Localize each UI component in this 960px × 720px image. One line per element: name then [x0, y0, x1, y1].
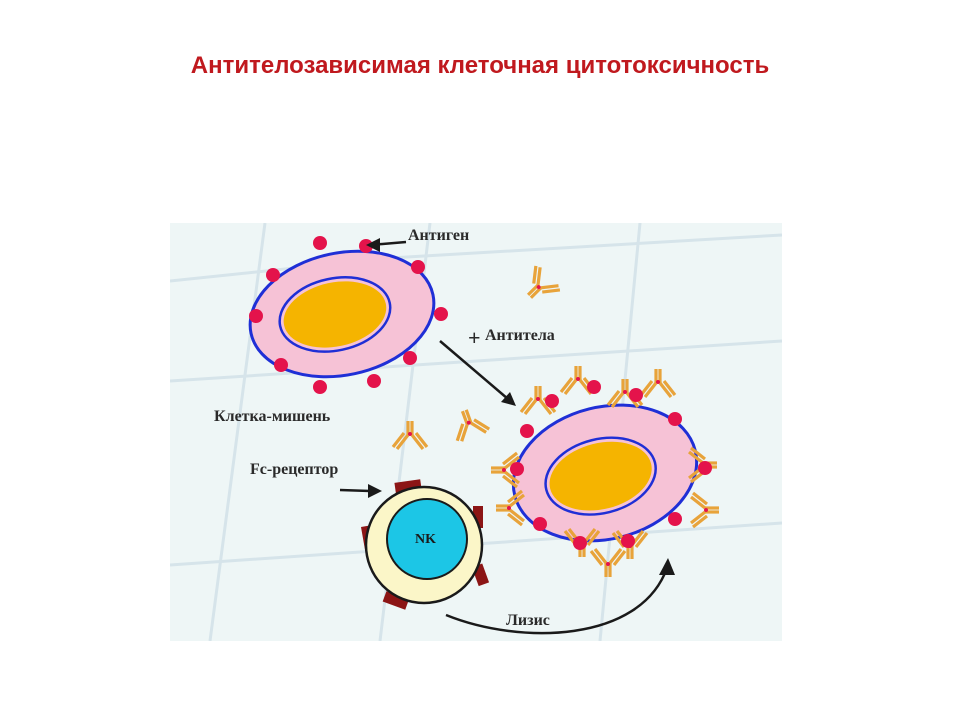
- nk-cell: NK: [360, 479, 490, 610]
- fc-receptor-arrow: [339, 488, 371, 493]
- label-plus: +: [468, 325, 481, 350]
- adcc-diagram: Антиген + Антитела: [169, 222, 783, 642]
- antigens-opsonized-cell: [510, 380, 712, 550]
- lysis-arrowhead: [659, 558, 675, 575]
- label-nk: NK: [415, 532, 436, 547]
- label-target-cell: Клетка-мишень: [214, 408, 331, 425]
- arrow-to-opsonized-cell-head: [501, 392, 516, 406]
- antigen-arrowhead: [366, 238, 380, 252]
- label-lysis: Лизис: [506, 612, 550, 629]
- antigens-target-cell: [249, 236, 448, 394]
- nk-cell-nucleus: [386, 498, 468, 580]
- arrow-to-opsonized-cell: [439, 340, 509, 400]
- lysis-arrow: [445, 567, 669, 635]
- target-cell-nucleus: [283, 281, 387, 348]
- label-fc-receptor: Fc-рецептор: [250, 461, 338, 478]
- slide-title: Антителозависимая клеточная цитотоксично…: [190, 52, 770, 79]
- fc-receptor-arrowhead: [368, 484, 382, 498]
- label-antibodies: Антитела: [485, 327, 555, 344]
- label-antigen: Антиген: [408, 227, 469, 244]
- target-cell: [248, 249, 436, 379]
- target-cell-nucleus-ring: [278, 276, 392, 353]
